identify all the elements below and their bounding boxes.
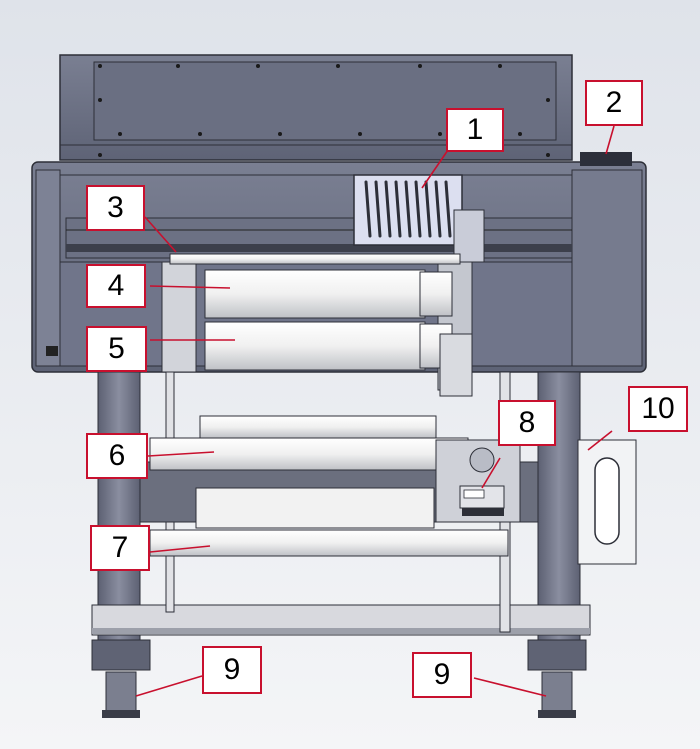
controller-unit xyxy=(435,439,521,523)
callout-10: 10 xyxy=(628,386,688,432)
callout-1: 1 xyxy=(446,108,504,152)
roller-3 xyxy=(169,253,461,265)
side-panel xyxy=(577,439,637,565)
roller-6 xyxy=(149,415,469,471)
callout-6: 6 xyxy=(86,433,148,479)
callout-8: 8 xyxy=(498,400,556,446)
callout-2: 2 xyxy=(585,80,643,126)
callout-leaders xyxy=(135,125,615,697)
roller-4 xyxy=(204,269,453,319)
callout-4: 4 xyxy=(86,264,146,308)
callout-9-right: 9 xyxy=(412,652,472,698)
cutter-module xyxy=(580,152,632,166)
callout-9-left: 9 xyxy=(202,646,262,694)
callout-3: 3 xyxy=(86,185,145,231)
callout-7: 7 xyxy=(90,525,150,571)
feet xyxy=(91,639,587,718)
roller-7 xyxy=(149,487,509,557)
callout-5: 5 xyxy=(86,326,147,372)
roller-5 xyxy=(204,321,473,397)
print-head-carriage xyxy=(353,174,485,263)
